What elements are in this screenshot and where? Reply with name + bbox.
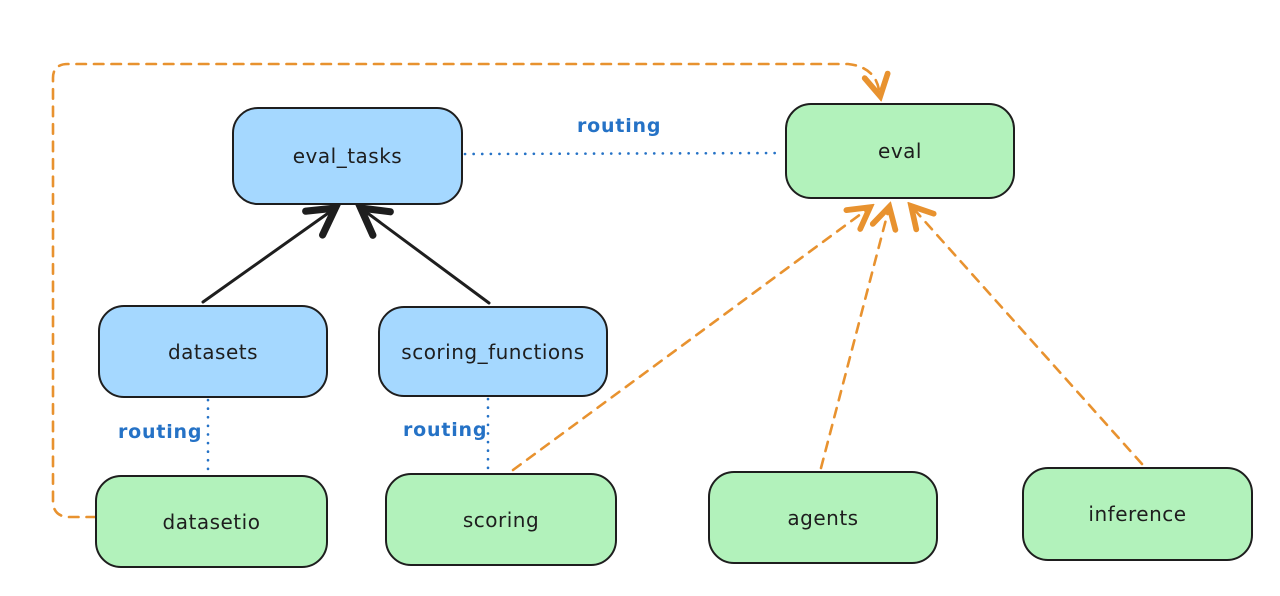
node-agents: agents bbox=[708, 471, 938, 564]
node-eval-tasks: eval_tasks bbox=[232, 107, 463, 205]
node-eval-tasks-label: eval_tasks bbox=[292, 144, 403, 168]
routing-label-eval-tasks-eval: routing bbox=[577, 115, 662, 137]
edge-datasets-to-eval-tasks bbox=[201, 209, 334, 304]
routing-label-datasets-datasetio: routing bbox=[118, 421, 203, 443]
edge-agents-to-eval bbox=[819, 208, 889, 470]
node-scoring-label: scoring bbox=[462, 507, 540, 532]
node-datasets-label: datasets bbox=[167, 339, 259, 364]
edge-eval-tasks-to-eval-routing bbox=[463, 151, 785, 156]
node-eval-label: eval bbox=[878, 139, 922, 163]
edge-scoring-to-eval bbox=[511, 208, 869, 472]
node-scoring: scoring bbox=[385, 473, 617, 566]
node-eval: eval bbox=[785, 103, 1015, 199]
node-scoring-functions-label: scoring_functions bbox=[401, 339, 585, 364]
node-datasetio-label: datasetio bbox=[162, 509, 261, 534]
edge-scoring-functions-to-eval-tasks bbox=[362, 209, 491, 305]
node-datasetio: datasetio bbox=[95, 475, 328, 568]
edge-datasetio-to-eval-loop bbox=[51, 62, 880, 519]
routing-label-scoring-functions-scoring: routing bbox=[403, 419, 488, 441]
node-scoring-functions: scoring_functions bbox=[378, 306, 608, 397]
node-inference: inference bbox=[1022, 467, 1253, 561]
node-inference-label: inference bbox=[1088, 502, 1187, 526]
node-agents-label: agents bbox=[787, 505, 859, 530]
edge-inference-to-eval bbox=[912, 207, 1144, 466]
node-datasets: datasets bbox=[98, 305, 328, 398]
